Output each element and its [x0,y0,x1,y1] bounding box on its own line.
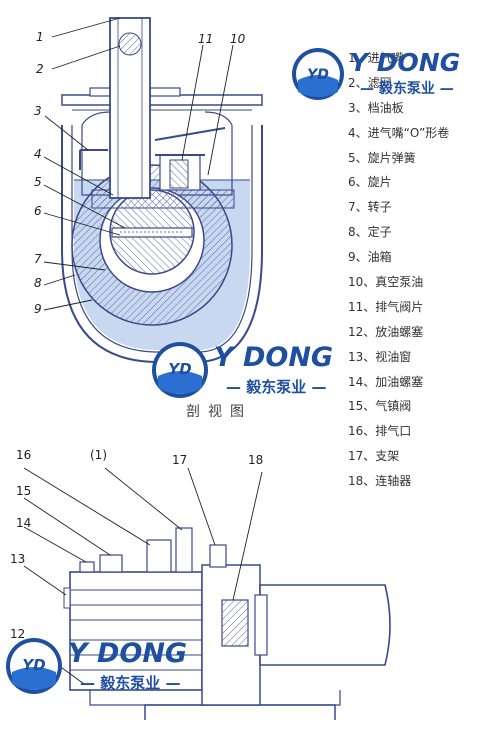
sight-window [63,587,71,609]
logo-brand: Y DONG [68,638,188,669]
callout-8: 8 [34,276,42,290]
logo-emblem-text: YD [22,656,45,674]
legend-item: 9、油箱 [348,250,392,265]
callout-14: 14 [16,516,32,530]
callout-12: 12 [10,627,26,641]
logo-brand: Y DONG [350,48,461,77]
legend-item: 12、放油螺塞 [348,324,424,339]
parts-legend: 1、进气嘴 2、滤网 3、档油板 4、进气嘴“O”形卷 5、旋片弹簧 6、旋片 7、转子 8、… [348,46,480,494]
callout-15: 15 [16,484,32,498]
legend-item: 17、支架 [348,449,400,464]
bottom-leader-lines [23,467,263,685]
callout-13: 13 [10,552,26,566]
logo-watermark-mid: YD Y DONG — 毅东泵业 — [150,340,335,400]
logo-brand: Y DONG [214,342,334,373]
filter-screen [118,32,142,56]
pump-base [144,704,336,720]
legend-item: 7、转子 [348,200,392,215]
callout-10: 10 [230,32,246,46]
callout-4: 4 [34,147,42,161]
pump-fins [70,589,202,671]
legend-item: 11、排气阀片 [348,299,424,314]
callout-3: 3 [34,104,42,118]
legend-item: 3、档油板 [348,100,404,115]
callout-16: 16 [16,448,32,462]
section-caption: 剖视图 [186,404,252,420]
inlet-fitting [175,527,193,573]
logo-emblem-text: YD [168,360,191,378]
logo-sub: — 毅东泵业 — [80,674,181,692]
callout-18: 18 [248,453,264,467]
logo-sub: — 毅东泵业 — [360,81,454,97]
callout-2: 2 [36,62,44,76]
logo-sub: — 毅东泵业 — [226,378,327,396]
legend-item: 8、定子 [348,225,392,240]
motor-flange [254,594,268,656]
exhaust-valve-spring [169,159,189,189]
legend-item: 4、进气嘴“O”形卷 [348,125,450,140]
bracket-post [209,544,227,568]
logo-emblem-icon: YD [152,342,208,398]
baffle-right [154,127,226,141]
logo-watermark-top: YD Y DONG — 毅东泵业 — [290,46,465,102]
legend-item: 2、滤网 [348,75,392,90]
oil-baffle [79,149,108,170]
legend-item: 5、旋片弹簧 [348,150,416,165]
callout-check: (1) [90,448,107,462]
legend-item: 15、气镇阀 [348,399,412,414]
legend-item: 1、进气嘴 [348,51,404,65]
exhaust-fitting [146,539,172,573]
callout-11: 11 [198,32,214,46]
legend-item: 13、视油窗 [348,349,412,364]
coupling [221,599,249,647]
logo-watermark-bottom: YD Y DONG — 毅东泵业 — [4,636,189,696]
callout-17: 17 [172,453,188,467]
logo-emblem-icon: YD [6,638,62,694]
callout-9: 9 [34,302,42,316]
legend-item: 10、真空泵油 [348,275,424,290]
legend-item: 16、排气口 [348,424,412,439]
tank-inner-wall [71,125,253,353]
legend-item: 18、连轴器 [348,474,412,489]
logo-emblem-text: YD [307,67,329,83]
logo-emblem-icon: YD [292,48,344,100]
legend-item: 14、加油螺塞 [348,374,424,389]
callout-7: 7 [34,252,42,266]
motor-body [259,584,391,666]
lid-cap-right [149,87,181,97]
callout-5: 5 [34,175,42,189]
vane [111,227,193,238]
gas-ballast-fitting [99,554,123,573]
oil-plug-fitting [79,561,95,573]
legend-item: 6、旋片 [348,175,392,190]
callout-1: 1 [36,30,44,44]
callout-6: 6 [34,204,42,218]
inner-body-shoulder-l [81,111,111,126]
top-leader-lines [43,17,234,311]
inner-body-shoulder-r [204,111,233,126]
